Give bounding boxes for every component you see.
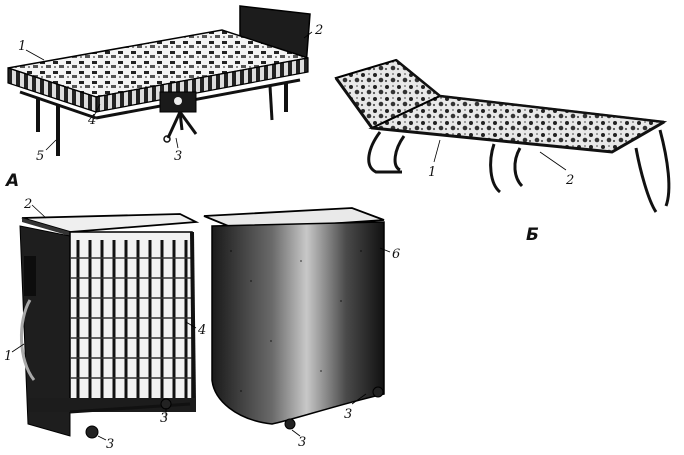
callout-1: 1 [428,165,436,180]
callout-3: 3 [106,437,114,452]
callout-3: 3 [298,435,306,450]
callout-3: 3 [344,407,352,422]
callout-4: 4 [87,113,96,128]
panel-b-label: Б [526,225,539,245]
callout-3: 3 [160,411,168,426]
lounger-drawing [334,58,671,213]
callout-2: 2 [314,23,323,38]
callout-1: 1 [4,349,12,364]
callout-2: 2 [23,197,32,212]
folded-cover-callouts: 6 3 3 [298,247,400,450]
folded-frame-drawing [11,204,200,441]
callout-3: 3 [174,149,182,164]
callout-6: 6 [392,247,400,262]
folded-cover-drawing [203,207,391,437]
bed-callouts: 1 2 3 4 5 [18,23,323,164]
callout-4: 4 [197,323,206,338]
folded-frame-callouts: 2 1 4 3 3 [4,197,206,452]
panel-a-label: А [4,171,19,191]
lounger-callouts: 1 2 [428,165,574,188]
callout-5: 5 [36,149,44,164]
callout-1: 1 [18,39,26,54]
callout-2: 2 [565,173,574,188]
bed-drawing [7,5,313,156]
